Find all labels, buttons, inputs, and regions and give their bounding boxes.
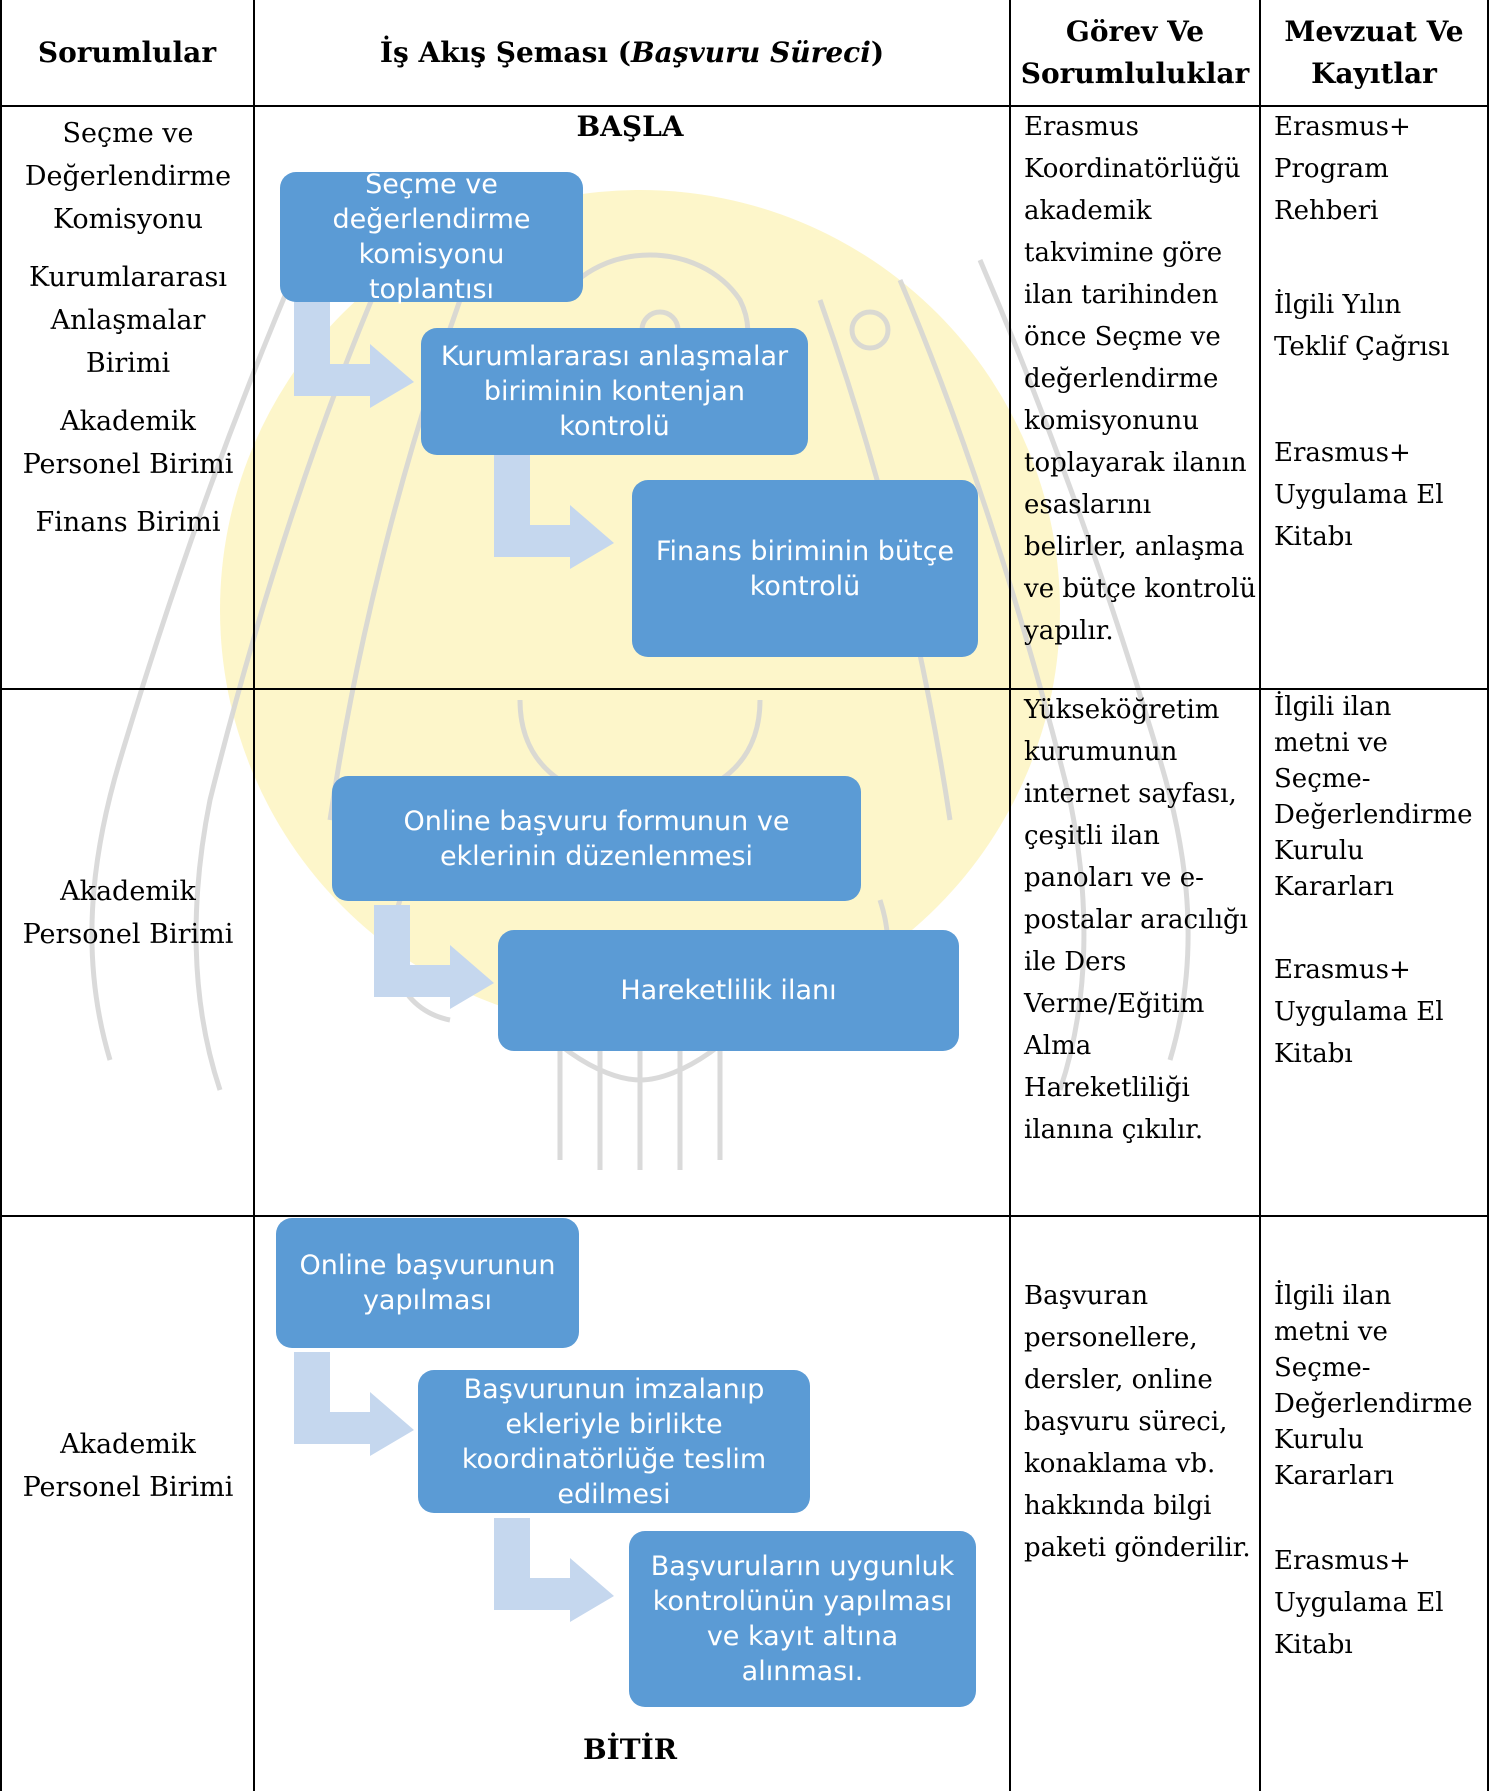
flow-arrow-icon	[494, 1518, 614, 1622]
header-regulations: Mevzuat Ve Kayıtlar	[1284, 15, 1464, 90]
row1-regulations: Erasmus+ Program Rehberi İlgili Yılın Te…	[1274, 112, 1450, 552]
flow-arrow-icon	[494, 455, 614, 569]
row2-regulations: İlgili ilan metni ve Seçme-Değerlendirme…	[1274, 692, 1473, 1069]
flow-step-online-form: Online başvuru formunun ve eklerinin düz…	[332, 776, 861, 901]
flow-arrow-icon	[294, 300, 414, 408]
start-label: BAŞLA	[576, 110, 684, 143]
flow-step-online-application: Online başvurunun yapılması	[276, 1218, 579, 1348]
end-label: BİTİR	[583, 1733, 677, 1766]
flow-step-budget-check: Finans biriminin bütçe kontrolü	[632, 480, 978, 657]
header-responsible: Sorumlular	[37, 36, 217, 69]
flow-step-quota-check: Kurumlararası anlaşmalar biriminin konte…	[421, 328, 808, 455]
row2-duties: Yükseköğretim kurumunun internet sayfası…	[1024, 695, 1248, 1145]
flow-step-eligibility-check: Başvuruların uygunluk kontrolünün yapılm…	[629, 1531, 976, 1707]
flow-step-signed-submission: Başvurunun imzalanıp ekleriyle birlikte …	[418, 1370, 810, 1513]
flow-arrow-icon	[294, 1352, 414, 1456]
header-workflow: İş Akış Şeması (Başvuru Süreci)	[379, 36, 885, 69]
row3-responsible: Akademik Personel Birimi	[22, 1429, 234, 1503]
row2-responsible: Akademik Personel Birimi	[22, 876, 234, 950]
header-duties: Görev Ve Sorumluluklar	[1020, 15, 1250, 90]
row3-duties: Başvuran personellere, dersler, online b…	[1024, 1281, 1251, 1563]
row3-regulations: İlgili ilan metni ve Seçme-Değerlendirme…	[1274, 1281, 1473, 1660]
row1-responsible: Seçme ve Değerlendirme Komisyonu Kurumla…	[22, 118, 234, 538]
flow-step-mobility-announcement: Hareketlilik ilanı	[498, 930, 959, 1051]
flow-arrow-icon	[374, 905, 494, 1009]
row1-duties: Erasmus Koordinatörlüğü akademik takvimi…	[1024, 112, 1257, 646]
flow-step-commission-meeting: Seçme ve değerlendirme komisyonu toplant…	[280, 169, 583, 305]
